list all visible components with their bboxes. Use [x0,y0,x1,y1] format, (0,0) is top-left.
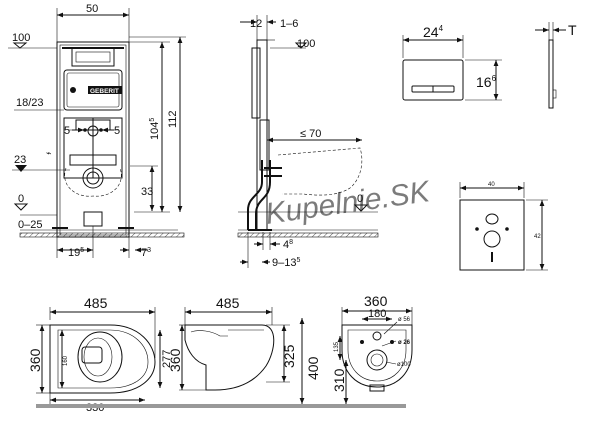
front-flush-pipe-label: 18/23 [16,97,44,109]
side-floor-level-label: 0 [357,193,363,205]
front-floor-level-label: 0 [18,193,24,205]
side-length-label: 485 [216,295,240,311]
front-frame-height-label: 1045 [149,118,161,140]
side-adjust-label: 1–6 [280,18,298,30]
top-inner-label: 277 [161,350,173,368]
front-floor-range-label: 0–25 [18,219,42,231]
ground-line [36,404,406,408]
front-mount-height-label: 33 [141,186,153,198]
back-outlet-height-label: 310 [331,368,347,392]
top-length-label: 485 [84,295,108,311]
frame-side-view: 0 12 1–6 100 ≤ 70 48 9–135 [237,15,379,269]
side-depth-range-label: 9–135 [272,257,300,269]
front-ref-level-label: 100 [12,32,30,44]
frame-front-view: GEBERIT 50 100 18/23 [8,3,186,259]
brand-badge [88,86,122,94]
plate-width-label: 244 [423,24,444,40]
front-total-height-label: 112 [167,110,179,128]
side-foot-label: 48 [283,239,293,251]
front-waste-height-label: 23 [14,154,26,166]
back-bolt-spacing-label: 180 [368,308,386,320]
back-bolt-height-label: 135 [334,341,340,352]
bowl-back-view: 360 180 ø 56 ø 26 ø100 135 310 [331,293,413,404]
side-rim-label: 325 [281,344,297,368]
back-outlet-ring-label: ø 26 [398,340,411,346]
bowl-top-view: 485 360 160 277 330 [27,295,173,414]
front-bolt-v-label: 5 [114,125,120,137]
bowl-side-view: 485 360 325 400 [167,295,321,404]
plate-height-label: 166 [476,74,497,90]
back-total-height-label: 400 [305,356,321,380]
front-right-offset-label: 73 [141,247,151,259]
flush-plate-view: 244 166 T [402,22,577,109]
side-depth-label: 12 [250,18,262,30]
top-seat-label: 160 [63,355,69,366]
back-bolt-dia-label: ø 56 [398,317,411,323]
watermark: Kupelnie.SK [263,175,433,231]
front-bolt-h-label: 5 [64,125,70,137]
water-symbol: ⌁ [46,148,51,158]
cover-plate-view: 40 42 [459,182,548,271]
top-width-label: 360 [27,348,43,372]
back-outlet-dia-label: ø100 [397,362,411,368]
side-ref-level-label: 100 [297,38,315,50]
side-height-label: 360 [167,348,183,372]
back-width-label: 360 [364,293,388,309]
front-left-offset-label: 195 [68,247,84,259]
cover-height-label: 42 [534,234,541,240]
brand-label: GEBERIT [90,88,119,95]
side-projection-label: ≤ 70 [300,128,321,140]
plate-thickness-label: T [568,22,577,38]
front-width-label: 50 [86,3,98,15]
cover-width-label: 40 [488,182,495,188]
